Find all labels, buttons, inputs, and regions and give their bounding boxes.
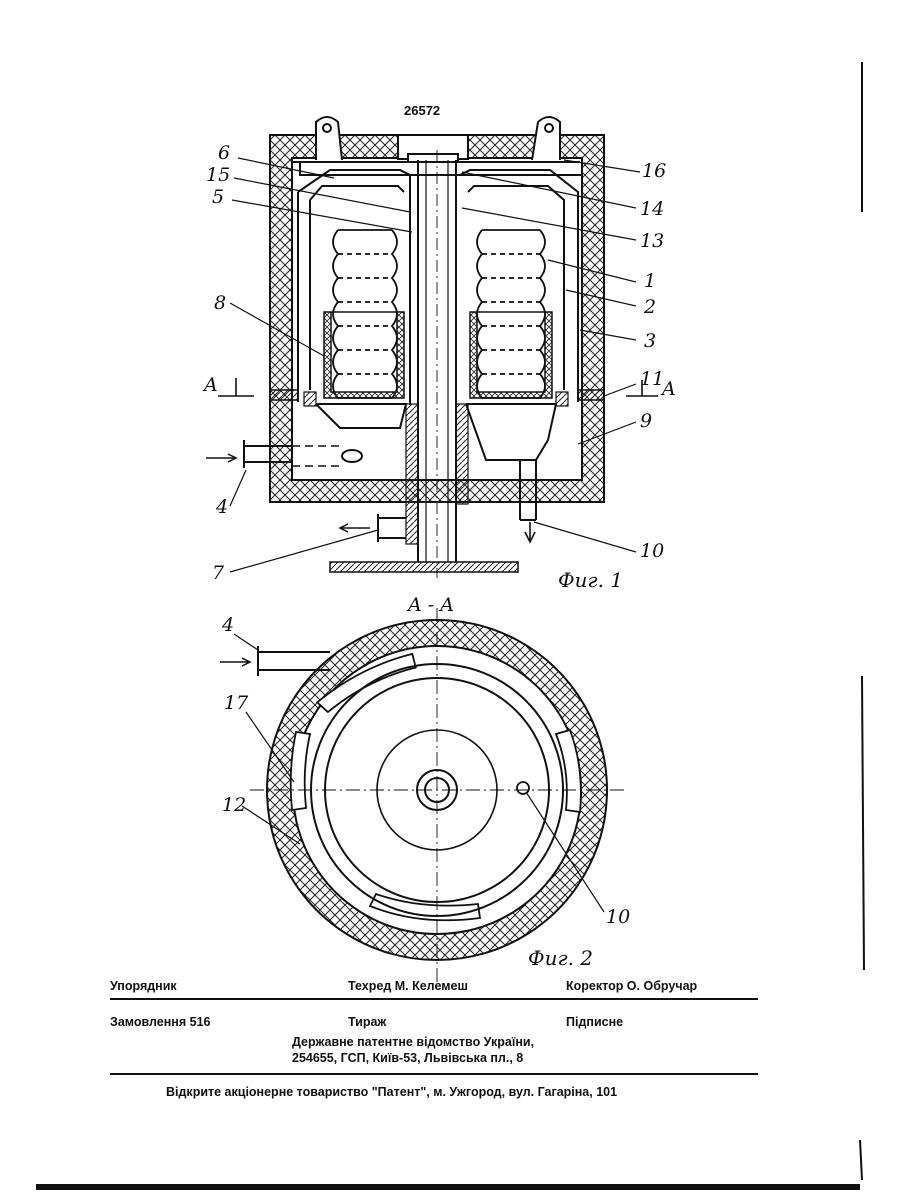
fig1-label-6: 6: [218, 142, 230, 164]
lower-funnel-left: [316, 404, 406, 428]
fig1-drawing: [206, 117, 658, 578]
imprint-publisher: Відкрите акціонерне товариство "Патент",…: [166, 1085, 617, 1099]
fig1-label-8: 8: [214, 292, 226, 314]
fig1-label-13: 13: [640, 230, 664, 252]
lifting-lug-right: [532, 117, 560, 160]
imprint-order: Замовлення 516: [110, 1015, 210, 1029]
gas-outlet-pipe: [378, 514, 406, 542]
imprint-corrector: Коректор О. Обручар: [566, 979, 697, 993]
imprint-office-line2: 254655, ГСП, Київ-53, Львівська пл., 8: [292, 1051, 523, 1065]
fig1-label-5: 5: [212, 186, 224, 208]
fig1-label-15: 15: [206, 164, 230, 186]
fig1-label-11: 11: [640, 368, 664, 390]
fig1-label-7: 7: [212, 562, 224, 584]
fig2-label-4: 4: [222, 614, 234, 636]
patent-number: 26572: [404, 103, 440, 118]
insulation-slots: [291, 654, 581, 920]
fig1-caption: Фиг. 1: [558, 568, 623, 592]
lower-funnel-right: [466, 404, 556, 460]
fig1-label-10: 10: [640, 540, 664, 562]
fig2-drawing: [220, 608, 628, 985]
fig1-label-14: 14: [640, 198, 664, 220]
fig2-caption: Фиг. 2: [528, 946, 593, 970]
imprint-rule-bottom: [110, 1073, 758, 1075]
drain-hole: [517, 782, 529, 794]
base-plate: [330, 562, 518, 572]
imprint-compiler: Упорядник: [110, 979, 177, 993]
fig2-label-12: 12: [222, 794, 246, 816]
imprint-subscription: Підписне: [566, 1015, 623, 1029]
element-stack-right: [477, 230, 545, 398]
fig1-section-mark-right: A: [662, 378, 676, 400]
fig2-label-10: 10: [606, 906, 630, 928]
imprint-techred: Техред М. Келемеш: [348, 979, 468, 993]
element-stack-left: [333, 230, 397, 398]
fig1-label-1: 1: [644, 270, 656, 292]
outer-retort: [298, 170, 578, 405]
basket-right: [470, 312, 552, 398]
fig1-label-9: 9: [640, 410, 652, 432]
fig1-section-mark-left: A: [204, 374, 218, 396]
fig2-section-title: A - A: [408, 594, 454, 616]
imprint-circulation: Тираж: [348, 1015, 386, 1029]
scan-edge-marks: [860, 62, 864, 1180]
scan-bottom-border: [36, 1184, 860, 1190]
imprint-rule-top: [110, 998, 758, 1000]
fig2-label-17: 17: [224, 692, 248, 714]
fig1-label-4: 4: [216, 496, 228, 518]
fig1-label-16: 16: [642, 160, 666, 182]
fig1-label-2: 2: [644, 296, 656, 318]
imprint-office-line1: Державне патентне відомство України,: [292, 1035, 534, 1049]
fig1-label-3: 3: [644, 330, 656, 352]
